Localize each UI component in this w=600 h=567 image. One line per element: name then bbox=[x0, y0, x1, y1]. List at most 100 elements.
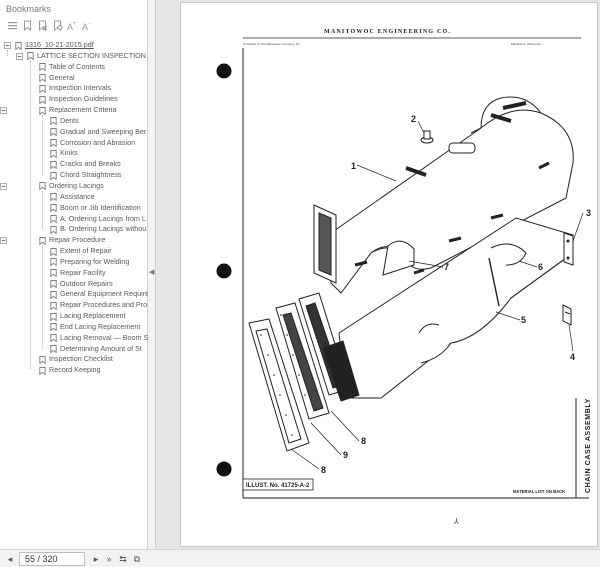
bookmark-item[interactable]: Cracks and Breaks bbox=[0, 159, 148, 170]
bookmark-item[interactable]: Repair Facility bbox=[0, 268, 148, 279]
collapse-toggle-icon[interactable] bbox=[4, 42, 11, 49]
collapse-toggle-icon[interactable] bbox=[0, 237, 7, 245]
shrink-text-icon[interactable]: A- bbox=[81, 19, 94, 32]
bookmark-icon bbox=[50, 117, 57, 126]
next-page-icon[interactable]: ▸ bbox=[93, 554, 99, 564]
bookmark-label: Replacement Criteria bbox=[49, 105, 117, 115]
bookmark-label: Determining Amount of St bbox=[60, 343, 142, 353]
bookmark-label: Chord Straightness bbox=[60, 170, 122, 180]
bookmark-item[interactable]: 1316_10-21-2015.pdf bbox=[0, 40, 148, 51]
bookmark-item[interactable]: Replacement Criteria bbox=[0, 105, 148, 116]
page-number-field[interactable]: 55 / 320 bbox=[19, 552, 85, 566]
bookmark-label: Lacing Removal — Boom S bbox=[60, 332, 148, 342]
bookmark-item[interactable]: General bbox=[0, 73, 148, 84]
bookmark-item[interactable]: LATTICE SECTION INSPECTION A bbox=[0, 51, 148, 62]
bookmark-item[interactable]: Inspection Guidelines bbox=[0, 94, 148, 105]
bookmark-item[interactable]: Extent of Repair bbox=[0, 246, 148, 257]
last-page-icon[interactable]: » bbox=[106, 554, 112, 564]
bookmark-label: Inspection Guidelines bbox=[49, 94, 118, 104]
page-layout-icon[interactable]: ⧉ bbox=[133, 554, 141, 564]
bookmark-icon bbox=[50, 269, 57, 278]
bookmark-item[interactable]: Table of Contents bbox=[0, 62, 148, 73]
bookmark-icon bbox=[50, 312, 57, 322]
callout-5: 5 bbox=[521, 315, 526, 325]
bookmark-label: Repair Procedure bbox=[49, 235, 106, 245]
bookmark-label: Inspection Intervals bbox=[49, 83, 111, 93]
bookmark-item[interactable]: Record Keeping bbox=[0, 365, 148, 376]
callout-1: 1 bbox=[351, 161, 356, 171]
side-title: CHAIN CASE ASSEMBLY bbox=[585, 398, 592, 493]
panel-title: Bookmarks bbox=[6, 4, 52, 14]
bookmark-icon bbox=[50, 139, 57, 148]
bookmark-label: Repair Facility bbox=[60, 267, 106, 277]
bookmark-item[interactable]: Repair Procedure bbox=[0, 235, 148, 246]
callout-2: 2 bbox=[411, 114, 416, 124]
bookmark-item[interactable]: Inspection Intervals bbox=[0, 83, 148, 94]
bookmark-icon bbox=[39, 182, 46, 191]
expand-text-icon[interactable]: A+ bbox=[66, 19, 79, 32]
bookmark-item[interactable]: Corrosion and Abrasion bbox=[0, 138, 148, 149]
bookmark-item[interactable]: Kinks bbox=[0, 148, 148, 159]
bookmark-item[interactable]: Lacing Replacement bbox=[0, 311, 148, 322]
bookmark-icon bbox=[50, 215, 57, 224]
find-bookmark-icon[interactable] bbox=[51, 19, 64, 32]
bookmark-item[interactable]: A. Ordering Lacings from L bbox=[0, 214, 148, 225]
collapse-toggle-icon[interactable] bbox=[0, 107, 7, 114]
delete-bookmark-icon[interactable] bbox=[36, 19, 49, 32]
collapse-toggle-icon[interactable] bbox=[0, 183, 7, 190]
material-note: MATERIAL LIST ON BACK bbox=[513, 489, 565, 494]
location-line: Manitowoc, Wisconsin bbox=[511, 42, 541, 46]
bookmark-icon bbox=[39, 74, 46, 83]
bookmark-icon bbox=[39, 106, 46, 116]
bookmark-label: 1316_10-21-2015.pdf bbox=[25, 40, 94, 49]
bookmark-label: Outdoor Repairs bbox=[60, 278, 113, 288]
bookmark-item[interactable]: Gradual and Sweeping Ber bbox=[0, 127, 148, 138]
callout-8-lower: 8 bbox=[321, 465, 326, 475]
bookmark-item[interactable]: General Equipment Require bbox=[0, 289, 148, 300]
previous-page-icon[interactable]: ◂ bbox=[7, 554, 13, 564]
bookmark-item[interactable]: Ordering Lacings bbox=[0, 181, 148, 192]
bookmark-item[interactable]: Outdoor Repairs bbox=[0, 279, 148, 290]
bookmark-icon bbox=[39, 236, 46, 246]
collapse-toggle-icon[interactable] bbox=[16, 52, 23, 60]
bookmark-icon bbox=[50, 149, 57, 159]
bookmark-label: Lacing Replacement bbox=[60, 311, 126, 321]
company-header: MANITOWOC ENGINEERING CO. bbox=[324, 29, 451, 35]
collapse-panel-icon[interactable]: ◀ bbox=[149, 269, 155, 276]
callout-8-upper: 8 bbox=[361, 436, 366, 446]
bookmark-item[interactable]: End Lacing Replacement bbox=[0, 322, 148, 333]
stray-mark: ⅄ bbox=[453, 517, 459, 526]
bookmark-label: Dents bbox=[60, 115, 79, 125]
bookmark-item[interactable]: Lacing Removal — Boom S bbox=[0, 333, 148, 344]
callout-7: 7 bbox=[444, 262, 449, 272]
bookmark-label: Record Keeping bbox=[49, 365, 101, 375]
bookmark-item[interactable]: B. Ordering Lacings withou bbox=[0, 224, 148, 235]
bookmark-item[interactable]: Boom or Jib Identification bbox=[0, 203, 148, 214]
svg-text:+: + bbox=[73, 21, 77, 27]
options-icon[interactable] bbox=[6, 19, 19, 32]
document-viewer[interactable]: MANITOWOC ENGINEERING CO. A Division of … bbox=[156, 0, 600, 567]
bookmark-icon bbox=[27, 52, 34, 61]
bookmark-label: LATTICE SECTION INSPECTION A bbox=[37, 50, 148, 60]
bookmark-item[interactable]: Inspection Checklist bbox=[0, 354, 148, 365]
panel-splitter[interactable]: ◀ bbox=[148, 0, 156, 567]
binder-hole bbox=[216, 63, 232, 79]
bookmark-item[interactable]: Preparing for Welding bbox=[0, 257, 148, 268]
bookmark-label: Assistance bbox=[60, 191, 95, 201]
bookmarks-toolbar: A+ A- bbox=[6, 16, 94, 34]
rotate-view-icon[interactable]: ⇆ bbox=[119, 554, 127, 564]
bookmark-item[interactable]: Chord Straightness bbox=[0, 170, 148, 181]
bookmark-label: General Equipment Require bbox=[60, 289, 148, 299]
bookmark-icon bbox=[39, 356, 46, 365]
status-bar: ◂ 55 / 320 ▸ » ⇆ ⧉ bbox=[0, 549, 600, 567]
bookmark-item[interactable]: Assistance bbox=[0, 192, 148, 203]
bookmark-item[interactable]: Dents bbox=[0, 116, 148, 127]
bookmark-label: Preparing for Welding bbox=[60, 256, 130, 266]
bookmark-label: Kinks bbox=[60, 148, 78, 158]
bookmark-item[interactable]: Repair Procedures and Pro bbox=[0, 300, 148, 311]
bookmark-item[interactable]: Determining Amount of St bbox=[0, 344, 148, 355]
new-bookmark-icon[interactable] bbox=[21, 19, 34, 32]
bookmark-icon bbox=[50, 323, 57, 332]
